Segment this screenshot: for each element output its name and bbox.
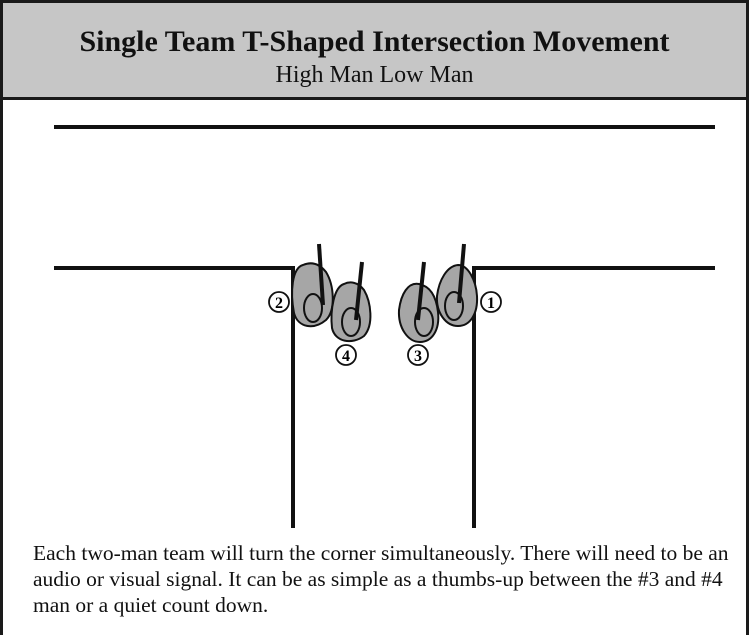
- operator-4-figure: [330, 261, 372, 343]
- operator-3-figure: [397, 261, 440, 344]
- operator-2-number: 2: [275, 295, 283, 312]
- operator-2-figure: [291, 243, 334, 328]
- left-corner-wall: [54, 266, 295, 528]
- operator-1-number: 1: [487, 295, 495, 312]
- operator-1-label: 1: [480, 291, 502, 313]
- operator-2-label: 2: [268, 291, 290, 313]
- title-banner: Single Team T-Shaped Intersection Moveme…: [3, 3, 746, 100]
- operator-1-figure: [435, 243, 479, 328]
- diagram-subtitle: High Man Low Man: [275, 62, 474, 88]
- diagram-title: Single Team T-Shaped Intersection Moveme…: [79, 25, 670, 58]
- operator-4-label: 4: [335, 344, 357, 366]
- operator-3-number: 3: [414, 348, 422, 365]
- operator-4-number: 4: [342, 348, 350, 365]
- instruction-caption: Each two-man team will turn the corner s…: [33, 541, 729, 617]
- right-corner-wall: [472, 266, 715, 528]
- operator-3-label: 3: [407, 344, 429, 366]
